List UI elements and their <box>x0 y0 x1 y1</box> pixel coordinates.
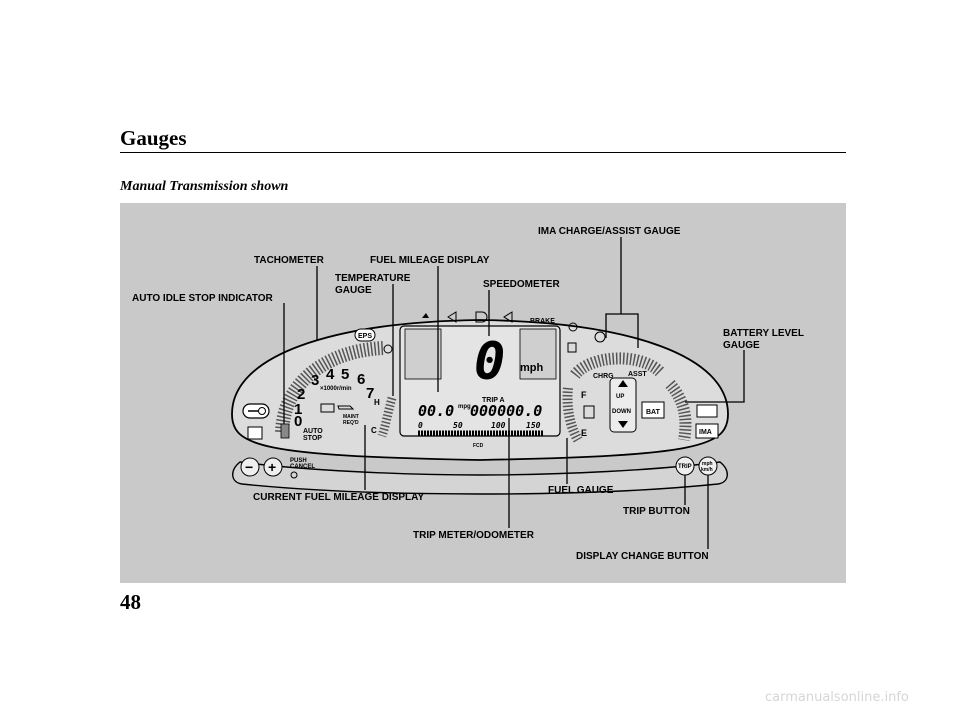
callout-display-change-button: DISPLAY CHANGE BUTTON <box>576 551 709 562</box>
tach-number-4: 4 <box>326 366 335 383</box>
minus-button[interactable] <box>240 457 260 477</box>
minus-sign: − <box>245 459 253 475</box>
seatbelt-icon <box>383 344 393 354</box>
figure-subtitle: Manual Transmission shown <box>120 179 289 194</box>
speed-value: 0 <box>474 332 505 392</box>
charge-assist-gauge: CHRG ASST <box>570 352 665 380</box>
battery-level-gauge: BAT <box>641 380 692 442</box>
title-rule <box>120 152 846 153</box>
down-label: DOWN <box>612 409 631 415</box>
page-number: 48 <box>120 590 141 614</box>
maint-label-1: MAINT <box>343 414 359 420</box>
trip-label: TRIP A <box>482 397 505 404</box>
fuel-full-label: F <box>581 390 587 400</box>
fuel-empty-label: E <box>581 428 587 438</box>
fuel-pump-icon <box>583 405 595 419</box>
cluster-lower-strip <box>232 461 728 495</box>
tach-number-7: 7 <box>366 385 374 402</box>
mileage-value: 00.0 <box>418 402 454 420</box>
shift-indicator: UP DOWN <box>609 377 637 433</box>
temp-hot-label: H <box>374 398 380 407</box>
temperature-gauge: H C <box>371 396 397 438</box>
callout-battery-level-2: GAUGE <box>723 340 760 351</box>
person-icon <box>422 313 429 318</box>
auto-idle-stop-indicator <box>280 423 290 439</box>
callout-fuel-mileage-display: FUEL MILEAGE DISPLAY <box>370 255 490 266</box>
callout-temperature-gauge-2: GAUGE <box>335 285 372 296</box>
brake-system-icon <box>594 331 606 343</box>
bat-label: BAT <box>646 409 661 416</box>
maint-label-2: REQ'D <box>343 420 359 426</box>
speed-unit: mph <box>520 362 544 374</box>
fcd-label: FCD <box>473 443 484 449</box>
right-turn-icon <box>503 311 513 323</box>
mph-button-label-1: mph <box>702 461 713 467</box>
callout-leader-lines <box>283 237 745 549</box>
tach-number-1: 1 <box>294 401 302 418</box>
push-cancel-label-2: CANCEL <box>290 464 315 470</box>
temp-cold-label: C <box>371 426 377 435</box>
plus-sign: + <box>268 459 276 475</box>
watermark: carmanualsonline.info <box>765 690 909 705</box>
left-turn-icon <box>447 311 457 323</box>
mileage-unit: mpg <box>458 404 471 410</box>
callout-battery-level-1: BATTERY LEVEL <box>723 328 804 339</box>
bar-scale-0: 0 <box>418 421 423 430</box>
door-icon <box>568 322 578 332</box>
tach-number-3: 3 <box>311 372 319 389</box>
tach-number-5: 5 <box>341 366 349 383</box>
fuel-gauge: F E <box>562 387 595 443</box>
callout-tachometer: TACHOMETER <box>254 255 325 266</box>
charge-label: CHRG <box>593 373 614 380</box>
ima-label: IMA <box>699 429 712 436</box>
up-label: UP <box>616 394 624 400</box>
callout-current-fuel-mileage: CURRENT FUEL MILEAGE DISPLAY <box>253 492 424 503</box>
push-cancel-label-1: PUSH <box>290 458 307 464</box>
auto-stop-label-1: AUTO <box>303 428 323 435</box>
bar-scale-50: 50 <box>453 421 463 430</box>
callout-ima-charge-assist-gauge: IMA CHARGE/ASSIST GAUGE <box>538 226 681 237</box>
trip-button-label: TRIP <box>678 464 692 470</box>
headlight-icon <box>475 311 488 323</box>
oil-pressure-icon <box>337 405 355 410</box>
immobilizer-key-icon <box>242 403 270 419</box>
auto-stop-label-2: STOP <box>303 435 322 442</box>
tach-number-6: 6 <box>357 371 365 388</box>
section-title: Gauges <box>120 126 187 150</box>
callout-speedometer: SPEEDOMETER <box>483 279 560 290</box>
eps-indicator-box <box>354 328 376 342</box>
ima-indicator-box <box>695 423 719 439</box>
center-display: 0 mph TRIP A 00.0 mpg 000000.0 0 50 100 … <box>399 325 561 449</box>
callout-fuel-gauge: FUEL GAUGE <box>548 485 614 496</box>
bar-scale-100: 100 <box>491 421 506 430</box>
battery-level-leader <box>685 350 745 403</box>
ima-leader-branches <box>605 313 639 348</box>
odometer-value: 000000.0 <box>470 402 542 420</box>
fuel-warning-icon <box>567 342 577 353</box>
brake-label: BRAKE <box>530 318 555 325</box>
assist-label: ASST <box>628 371 647 378</box>
charge-warning-icon <box>320 403 335 413</box>
cancel-button[interactable] <box>290 471 298 479</box>
callout-temperature-gauge-1: TEMPERATURE <box>335 273 411 284</box>
top-indicator-row: BRAKE <box>422 311 606 353</box>
tachometer-dial: 0 1 2 3 4 5 6 7 ×1000r/min AUTO STOP MAI… <box>275 341 385 442</box>
eps-label: EPS <box>358 333 372 340</box>
tach-unit: ×1000r/min <box>320 386 352 392</box>
callout-trip-meter-odometer: TRIP METER/ODOMETER <box>413 530 535 541</box>
right-indicator-box <box>696 404 718 418</box>
bar-scale-150: 150 <box>526 421 541 430</box>
left-indicator-box <box>247 426 263 440</box>
tach-number-2: 2 <box>297 386 305 403</box>
callout-auto-idle-stop: AUTO IDLE STOP INDICATOR <box>132 293 274 304</box>
plus-button[interactable] <box>263 457 283 477</box>
tach-number-0: 0 <box>294 413 302 430</box>
callout-trip-button: TRIP BUTTON <box>623 506 690 517</box>
mph-button-label-2: km/h <box>701 467 713 473</box>
